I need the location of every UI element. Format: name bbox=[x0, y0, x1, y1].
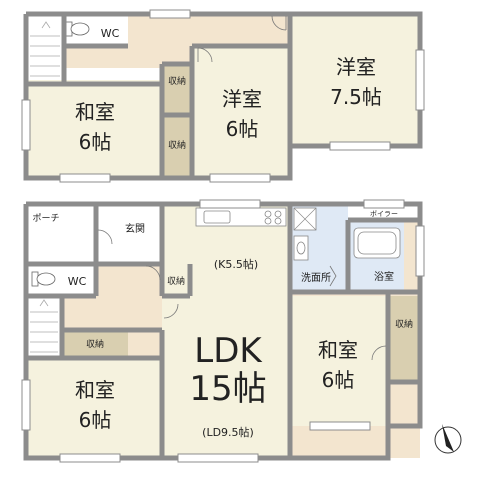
kitchen-label: (K5.5帖) bbox=[214, 258, 258, 271]
lower-floor: ポーチ 玄関 WC 収納 収納 (K5.5帖) 洗面所 浴室 ボイラー 和室 6… bbox=[21, 199, 425, 463]
storage-stairs-label: 収納 bbox=[86, 338, 104, 350]
kitchen-counter-icon bbox=[195, 207, 287, 227]
north-arrow-icon bbox=[434, 424, 462, 454]
upper-youshitsu-6-name: 洋室 bbox=[222, 87, 262, 111]
lower-washitsu-left-room bbox=[26, 358, 162, 458]
lower-entrance bbox=[96, 204, 162, 264]
upper-youshitsu-75-room bbox=[290, 14, 420, 146]
upper-toilet-icon bbox=[65, 21, 90, 37]
upper-floor: WC 和室 6帖 収納 収納 洋室 6帖 洋室 7.5帖 bbox=[21, 9, 425, 183]
ldk-sub-label: (LD9.5帖) bbox=[202, 426, 254, 439]
upper-storage-1 bbox=[162, 64, 192, 114]
entrance-label: 玄関 bbox=[125, 222, 145, 235]
upper-washitsu-name: 和室 bbox=[75, 100, 115, 124]
wash-basin-icon bbox=[293, 235, 309, 261]
storage-hall-label: 収納 bbox=[167, 275, 185, 287]
upper-youshitsu-6-room bbox=[192, 46, 290, 178]
upper-wc-label: WC bbox=[101, 27, 120, 40]
upper-washitsu-size: 6帖 bbox=[79, 130, 112, 154]
upper-storage-1-label: 収納 bbox=[168, 75, 186, 87]
upper-storage-2 bbox=[162, 116, 192, 178]
porch-label: ポーチ bbox=[32, 213, 59, 224]
upper-stairs bbox=[26, 14, 64, 84]
storage-right-label: 収納 bbox=[395, 318, 413, 330]
lower-washitsu-right-name: 和室 bbox=[318, 338, 358, 362]
upper-youshitsu-6-size: 6帖 bbox=[226, 117, 259, 141]
ldk-size: 15帖 bbox=[189, 369, 266, 409]
bathtub-icon bbox=[353, 227, 401, 259]
lower-washitsu-right-room bbox=[290, 296, 388, 426]
lower-storage-stairs bbox=[62, 330, 128, 358]
upper-storage-2-label: 収納 bbox=[168, 139, 186, 151]
washroom-label: 洗面所 bbox=[301, 272, 331, 284]
ldk-name: LDK bbox=[194, 331, 263, 371]
washing-machine-icon bbox=[293, 207, 317, 231]
lower-toilet-icon bbox=[31, 271, 56, 287]
lower-ldk-room bbox=[162, 296, 290, 458]
lower-washitsu-right-size: 6帖 bbox=[322, 368, 355, 392]
lower-wc-label: WC bbox=[68, 275, 87, 288]
upper-youshitsu-75-size: 7.5帖 bbox=[330, 85, 382, 109]
lower-storage-right bbox=[388, 296, 420, 382]
lower-washitsu-left-size: 6帖 bbox=[79, 408, 112, 432]
lower-porch bbox=[26, 204, 96, 264]
bath-label: 浴室 bbox=[374, 270, 394, 283]
upper-washitsu-room bbox=[26, 80, 162, 178]
lower-stairs bbox=[26, 296, 62, 358]
boiler-label: ボイラー bbox=[370, 210, 398, 218]
lower-washitsu-left-name: 和室 bbox=[75, 378, 115, 402]
upper-youshitsu-75-name: 洋室 bbox=[336, 55, 376, 79]
